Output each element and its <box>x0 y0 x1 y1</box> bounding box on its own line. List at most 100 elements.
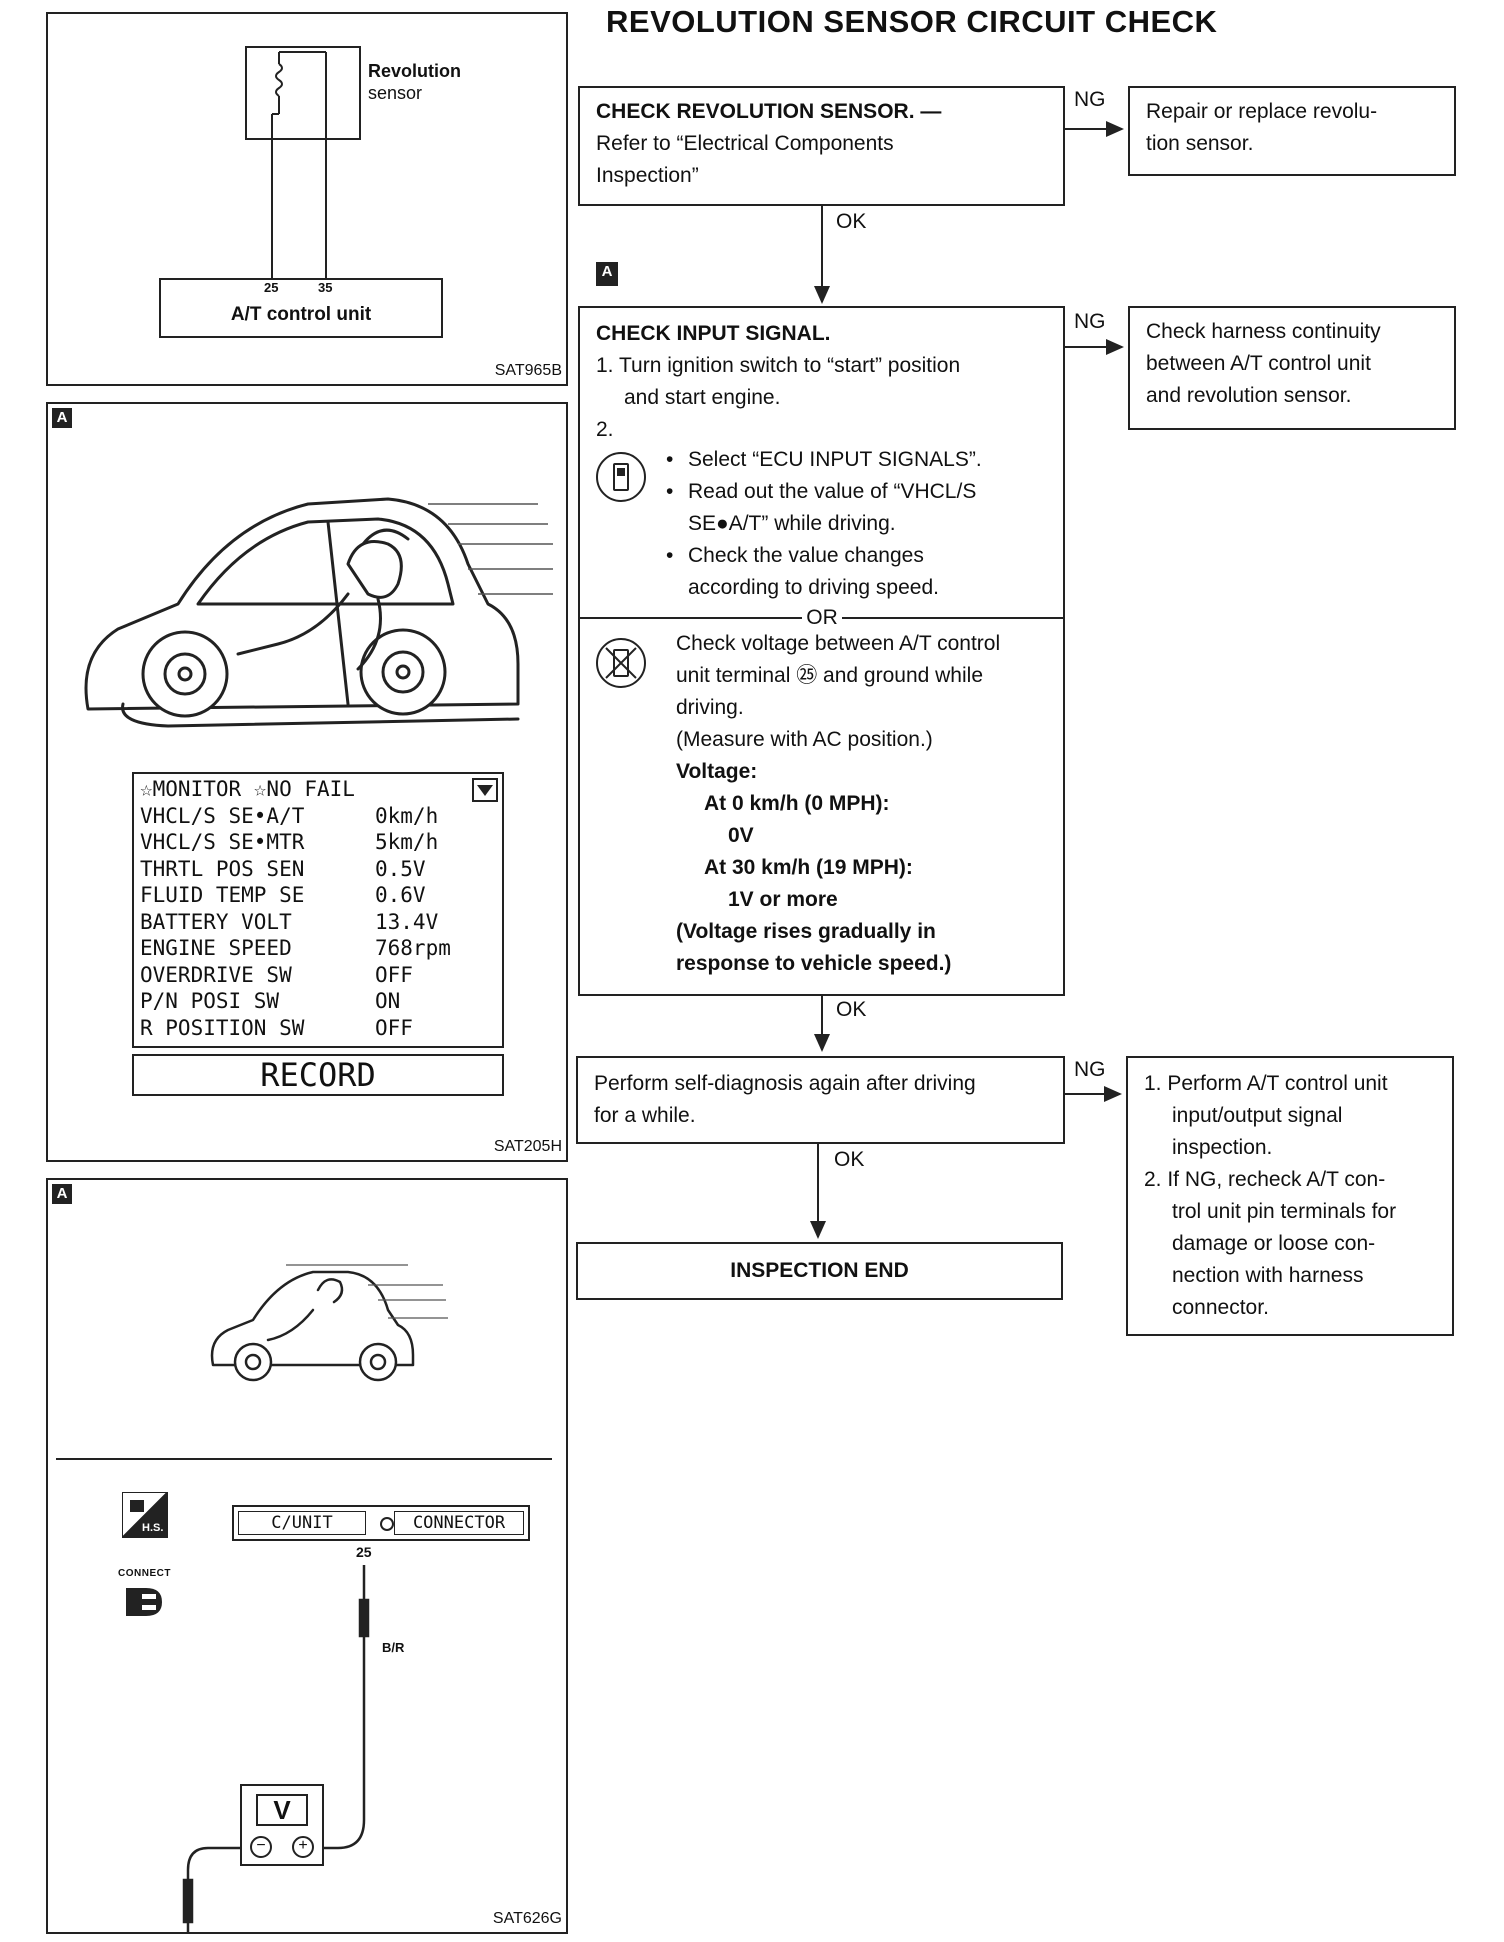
or-divider-left <box>580 617 802 619</box>
or-label: OR <box>806 606 838 629</box>
step2-ng-line1: Check harness continuity <box>1146 320 1381 343</box>
step2-voltage-check: Check voltage between A/T control unit t… <box>676 628 1056 980</box>
monitor-value: 13.4V <box>375 909 439 934</box>
v-line-8: At 30 km/h (19 MPH): <box>704 856 913 879</box>
step1-line3: Inspection” <box>596 164 699 187</box>
small-car-illustration <box>210 1264 448 1382</box>
sensor-label: Revolution sensor <box>368 60 461 104</box>
monitor-item: ENGINE SPEED <box>140 936 292 960</box>
v-line-1: Check voltage between A/T control <box>676 632 1001 655</box>
step1-title: CHECK REVOLUTION SENSOR. — <box>596 100 942 123</box>
step2-ok-label: OK <box>836 998 867 1021</box>
monitor-row: BATTERY VOLT 13.4V <box>140 909 496 936</box>
monitor-row: VHCL/S SE•A/T 0km/h <box>140 803 496 830</box>
step1-ok-label: OK <box>836 210 867 233</box>
scroll-down-icon[interactable] <box>472 778 498 802</box>
step3-ng-l7: nection with harness <box>1172 1264 1364 1287</box>
connector-label: CONNECTOR <box>394 1511 524 1535</box>
figure-code: SAT965B <box>494 362 562 379</box>
monitor-row: VHCL/S SE•MTR 5km/h <box>140 829 496 856</box>
terminal-number: 25 <box>356 1544 372 1560</box>
monitor-header-row: ☆MONITOR ☆NO FAIL <box>140 776 496 803</box>
record-button[interactable]: RECORD <box>132 1054 504 1096</box>
consult-tester-icon <box>596 452 646 502</box>
connector-diagram: C/UNIT CONNECTOR <box>232 1505 530 1541</box>
bullet-1: •Select “ECU INPUT SIGNALS”. <box>666 444 1056 476</box>
inspection-end-box: INSPECTION END <box>576 1242 1063 1300</box>
no-tools-icon <box>596 638 646 688</box>
page-title: REVOLUTION SENSOR CIRCUIT CHECK <box>606 4 1218 39</box>
monitor-value: 0.5V <box>375 856 426 881</box>
monitor-value: ON <box>375 989 401 1013</box>
monitor-item: VHCL/S SE•MTR <box>140 830 305 854</box>
step3-ng-l3: inspection. <box>1172 1136 1273 1159</box>
monitor-row: THRTL POS SEN 0.5V <box>140 856 496 883</box>
monitor-item: BATTERY VOLT <box>140 909 292 934</box>
monitor-value: 0km/h <box>375 803 439 828</box>
pin-35-label: 35 <box>318 280 333 295</box>
step3-ng-label: NG <box>1074 1058 1106 1081</box>
step3-ng-l8: connector. <box>1172 1296 1269 1319</box>
monitor-row: P/N POSI SW ON <box>140 988 496 1015</box>
monitor-item: P/N POSI SW <box>140 989 280 1013</box>
step3-ng-l5: trol unit pin terminals for <box>1172 1200 1397 1223</box>
v-line-7: 0V <box>728 824 754 847</box>
figure-tag: A <box>52 408 72 428</box>
monitor-value: OFF <box>375 962 413 987</box>
probe-wiring <box>182 1565 370 1932</box>
bullet-3-cont: according to driving speed. <box>666 572 1056 604</box>
section-divider <box>56 1458 552 1460</box>
bullet-2: •Read out the value of “VHCL/S <box>666 476 1056 508</box>
step-check-revolution-sensor: CHECK REVOLUTION SENSOR. — Refer to “Ele… <box>578 86 1065 206</box>
wiring-diagram <box>159 46 443 338</box>
cunit-label: C/UNIT <box>238 1511 366 1535</box>
figure-tag: A <box>52 1184 72 1204</box>
v-line-3: driving. <box>676 696 744 719</box>
bullet-2-cont: SE●A/T” while driving. <box>666 508 1056 540</box>
step2-item2: 2. <box>596 418 614 441</box>
step2-ng-line2: between A/T control unit <box>1146 352 1371 375</box>
v-line-4: (Measure with AC position.) <box>676 728 933 751</box>
v-line-11: response to vehicle speed.) <box>676 952 952 975</box>
monitor-row: ENGINE SPEED 768rpm <box>140 935 496 962</box>
step1-line2: Refer to “Electrical Components <box>596 132 894 155</box>
bullet-3-text-a: Check the value changes <box>688 544 924 567</box>
v-line-2: unit terminal ㉕ and ground while <box>676 664 984 687</box>
connect-label: CONNECT <box>118 1568 171 1579</box>
figure-code: SAT205H <box>493 1138 562 1155</box>
v-line-10: (Voltage rises gradually in <box>676 920 936 943</box>
step2-bullets: •Select “ECU INPUT SIGNALS”. •Read out t… <box>666 444 1056 604</box>
pin-25-label: 25 <box>264 280 279 295</box>
step3-ng-l1: 1. Perform A/T control unit <box>1144 1072 1388 1095</box>
v-line-9: 1V or more <box>728 888 838 911</box>
step1-ng-result: Repair or replace revolu- tion sensor. <box>1128 86 1456 176</box>
or-divider-right <box>842 617 1063 619</box>
figure-consult-monitor: A ☆MONITOR ☆NO FAIL <box>46 402 568 1162</box>
monitor-item: THRTL POS SEN <box>140 856 305 881</box>
figure-voltage-measurement: A H.S. CONNECT <box>46 1178 568 1934</box>
step2-title: CHECK INPUT SIGNAL. <box>596 322 831 345</box>
monitor-header: ☆MONITOR ☆NO FAIL <box>140 777 355 801</box>
step2-tag: A <box>596 262 618 286</box>
step2-ng-line3: and revolution sensor. <box>1146 384 1352 407</box>
sensor-label-line1: Revolution <box>368 61 461 81</box>
monitor-value: 768rpm <box>375 936 451 960</box>
connect-icon <box>122 1584 168 1620</box>
step3-ng-l2: input/output signal <box>1172 1104 1343 1127</box>
monitor-item: FLUID TEMP SE <box>140 883 305 907</box>
step3-ng-l6: damage or loose con- <box>1172 1232 1376 1255</box>
bullet-2-text-a: Read out the value of “VHCL/S <box>688 480 977 503</box>
harness-side-icon: H.S. <box>121 1491 171 1541</box>
step3-line1: Perform self-diagnosis again after drivi… <box>594 1072 976 1095</box>
step2-ng-result: Check harness continuity between A/T con… <box>1128 306 1456 430</box>
step1-ng-line1: Repair or replace revolu- <box>1146 100 1378 123</box>
car-driver-illustration <box>84 497 553 728</box>
sensor-label-line2: sensor <box>368 83 423 103</box>
monitor-item: VHCL/S SE•A/T <box>140 803 305 828</box>
monitor-value: OFF <box>375 1015 413 1040</box>
step-check-input-signal: CHECK INPUT SIGNAL. 1. Turn ignition swi… <box>578 306 1065 996</box>
monitor-value: 5km/h <box>375 830 439 854</box>
step3-ok-label: OK <box>834 1148 865 1171</box>
